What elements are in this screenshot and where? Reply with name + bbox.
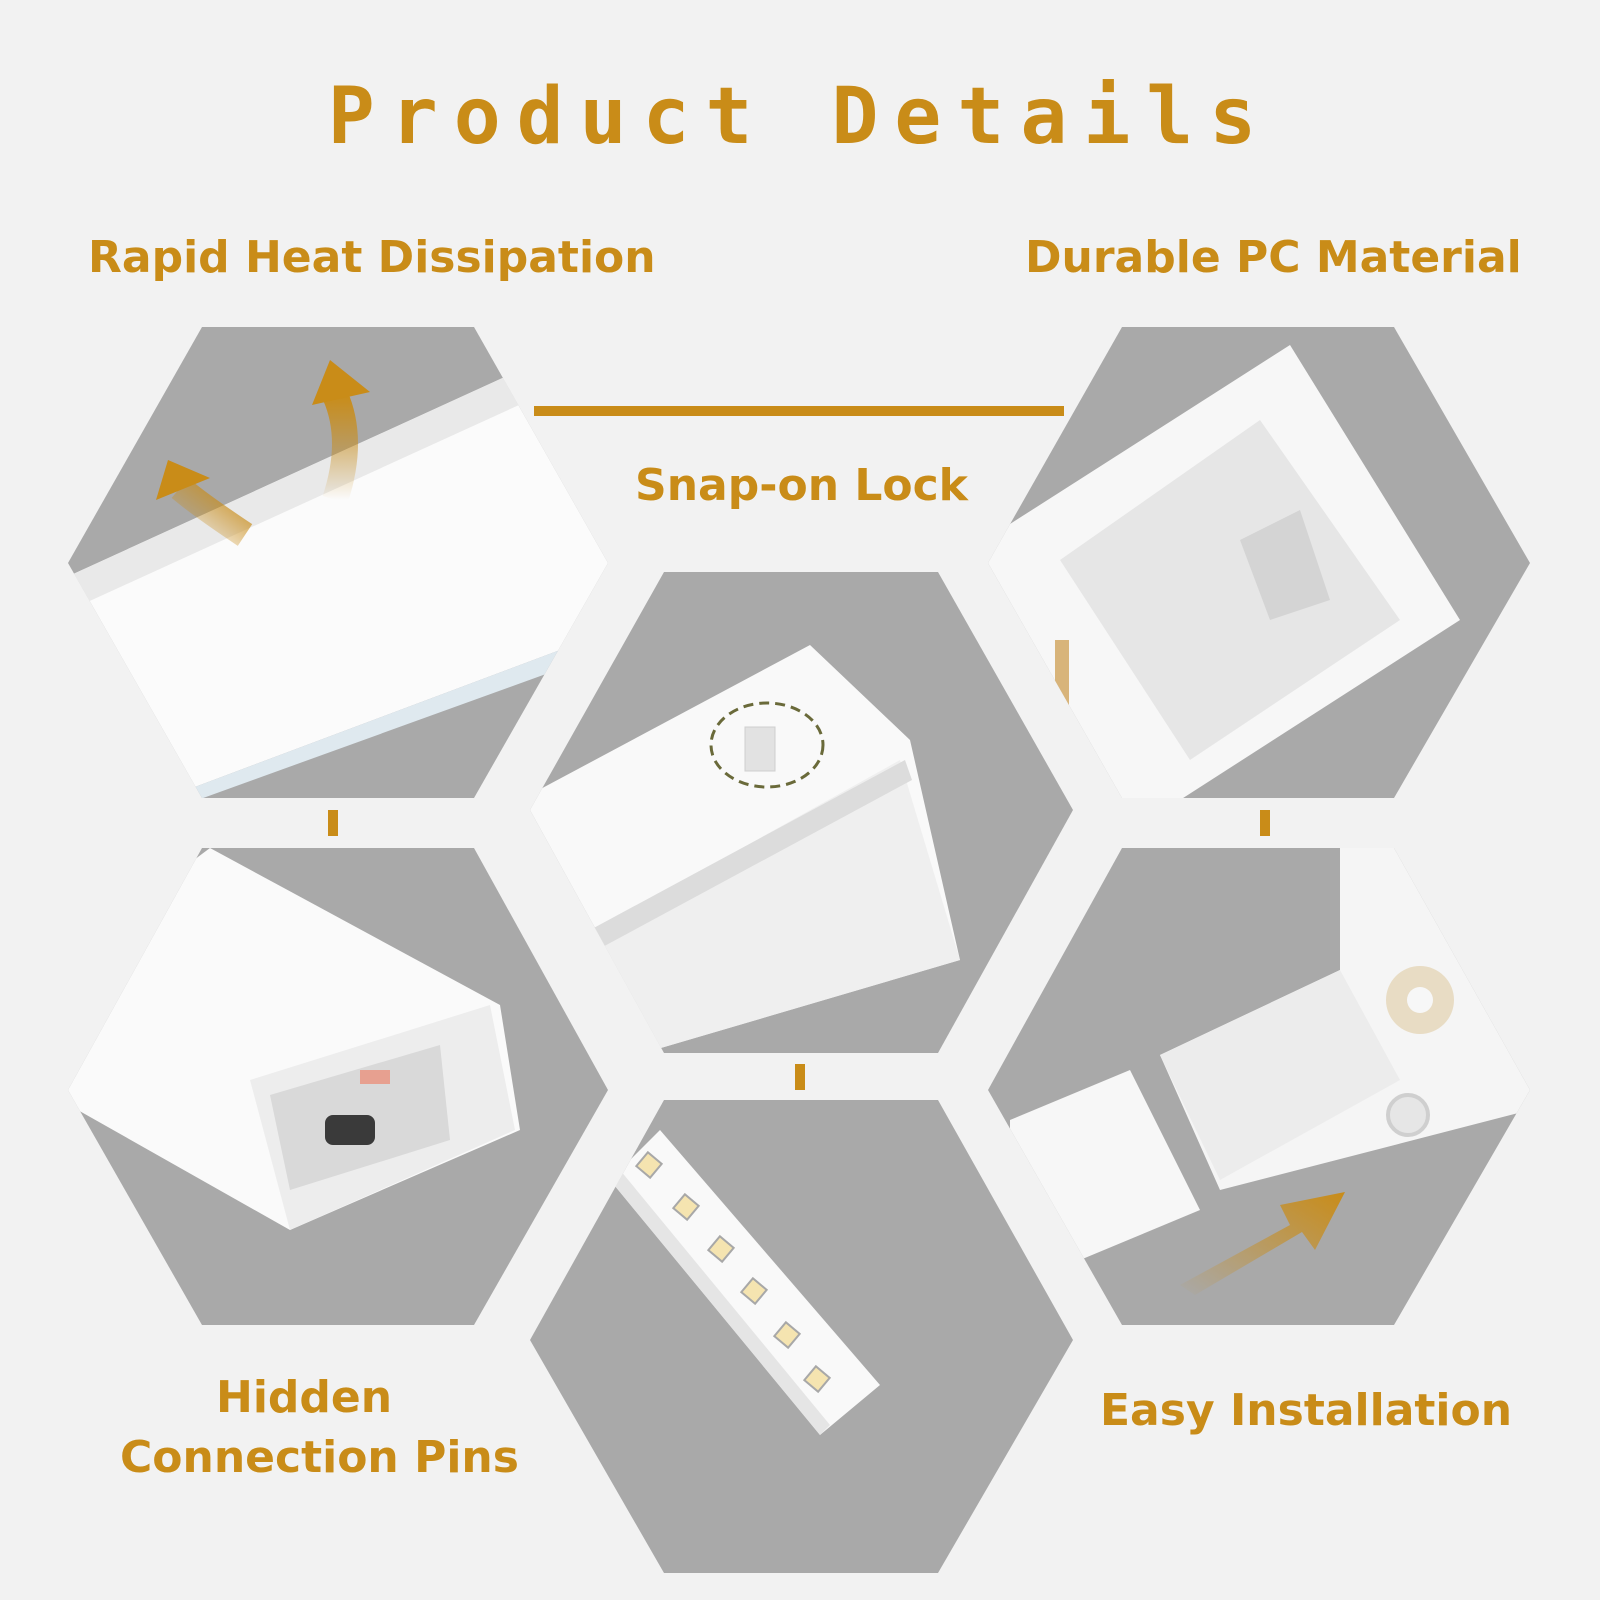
heat-arrow-icon [171, 478, 253, 546]
connector-tick-left [328, 810, 338, 836]
led-chip-2 [671, 1192, 701, 1222]
hexagon-snap-on-lock [530, 572, 1073, 1053]
feature-label-hidden-pins-line2: Connection Pins [120, 1432, 519, 1483]
connector-tick-right [1260, 810, 1270, 836]
feature-label-easy-installation: Easy Installation [1100, 1385, 1513, 1436]
lock-highlight-circle [709, 701, 825, 789]
page-title: Product Details [327, 72, 1273, 162]
led-chip-4 [739, 1276, 769, 1306]
feature-label-hidden-pins-line1: Hidden [216, 1372, 393, 1423]
hexagon-heat-dissipation [68, 327, 608, 798]
hexagon-pc-material [988, 327, 1530, 798]
install-arrow-icon [1180, 1192, 1345, 1295]
hexagon-led-strip [530, 1100, 1073, 1573]
lock-latch [744, 726, 776, 772]
led-chip-1 [634, 1150, 664, 1180]
hexagon-hidden-pins [68, 848, 608, 1325]
feature-label-pc-material: Durable PC Material [1025, 232, 1522, 283]
connector-tick-center [795, 1064, 805, 1090]
feature-label-snap-on-lock: Snap-on Lock [635, 460, 968, 511]
led-chip-5 [772, 1320, 802, 1350]
hexagon-easy-installation [988, 848, 1530, 1325]
led-chip-3 [706, 1234, 736, 1264]
led-chip-6 [802, 1364, 832, 1394]
feature-label-heat-dissipation: Rapid Heat Dissipation [88, 232, 656, 283]
heat-arrow-up-icon [322, 389, 358, 505]
connector-line-top [534, 406, 1064, 416]
